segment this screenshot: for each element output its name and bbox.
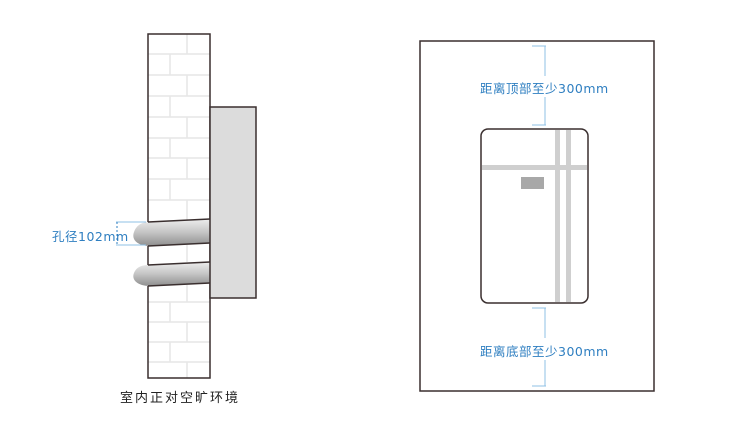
bottom-clearance-label: 距离底部至少300mm — [480, 341, 609, 360]
pipe-lower — [133, 261, 211, 287]
bottom-clearance-marker — [532, 307, 546, 387]
top-clearance-marker — [532, 45, 546, 126]
outdoor-unit — [209, 106, 257, 299]
brick-wall — [148, 34, 210, 378]
wall-caption: 室内正对空旷环境 — [120, 391, 241, 406]
display-panel — [521, 177, 544, 189]
indoor-appliance — [480, 128, 589, 304]
hole-diameter-label: 孔径102mm — [52, 229, 129, 244]
pipe-upper — [133, 218, 211, 247]
hole-dimension-marker — [116, 221, 146, 246]
top-clearance-label: 距离顶部至少300mm — [480, 78, 609, 97]
